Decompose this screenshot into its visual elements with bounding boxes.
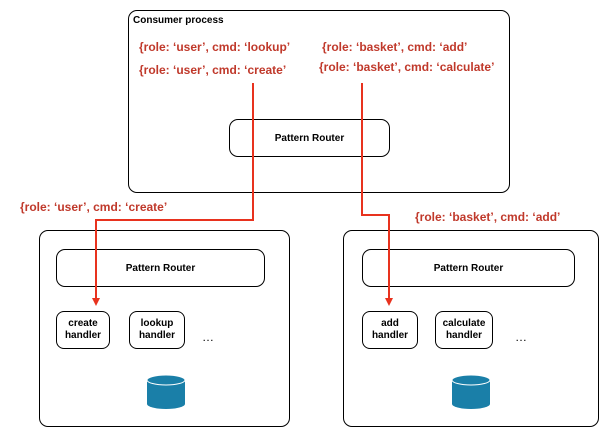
calculate-handler-line2: handler [445, 330, 483, 341]
database-icon [451, 374, 491, 409]
user-service-pattern-router: Pattern Router [56, 249, 265, 287]
consumer-pattern-router: Pattern Router [229, 119, 390, 157]
more-handlers-ellipsis: … [515, 330, 528, 344]
routed-message-user-create: {role: ‘user’, cmd: ‘create’ [20, 200, 168, 214]
consumer-message-user-create: {role: ‘user’, cmd: ‘create’ [139, 63, 287, 77]
consumer-message-user-lookup: {role: ‘user’, cmd: ‘lookup’ [139, 40, 291, 54]
create-handler-line1: create [68, 318, 98, 329]
route-arrow-user-create [92, 83, 254, 306]
calculate-handler-line1: calculate [442, 318, 486, 329]
consumer-message-basket-add: {role: ‘basket’, cmd: ‘add’ [322, 40, 468, 54]
lookup-handler-line2: handler [138, 330, 176, 341]
add-handler-line1: add [381, 318, 399, 329]
database-icon [146, 374, 186, 409]
basket-service-pattern-router: Pattern Router [362, 249, 575, 287]
user-service-pattern-router-label: Pattern Router [125, 262, 196, 274]
consumer-message-basket-calculate: {role: ‘basket’, cmd: ‘calculate’ [319, 60, 495, 74]
more-handlers-ellipsis: … [202, 330, 215, 344]
route-arrow-basket-add [361, 83, 393, 306]
basket-service-pattern-router-label: Pattern Router [433, 262, 504, 274]
create-handler-line2: handler [64, 330, 102, 341]
routed-message-basket-add: {role: ‘basket’, cmd: ‘add’ [415, 210, 561, 224]
consumer-process-box [128, 10, 510, 193]
consumer-pattern-router-label: Pattern Router [274, 132, 345, 144]
add-handler-line2: handler [371, 330, 409, 341]
consumer-process-title: Consumer process [133, 15, 224, 26]
lookup-handler-line1: lookup [140, 318, 174, 329]
